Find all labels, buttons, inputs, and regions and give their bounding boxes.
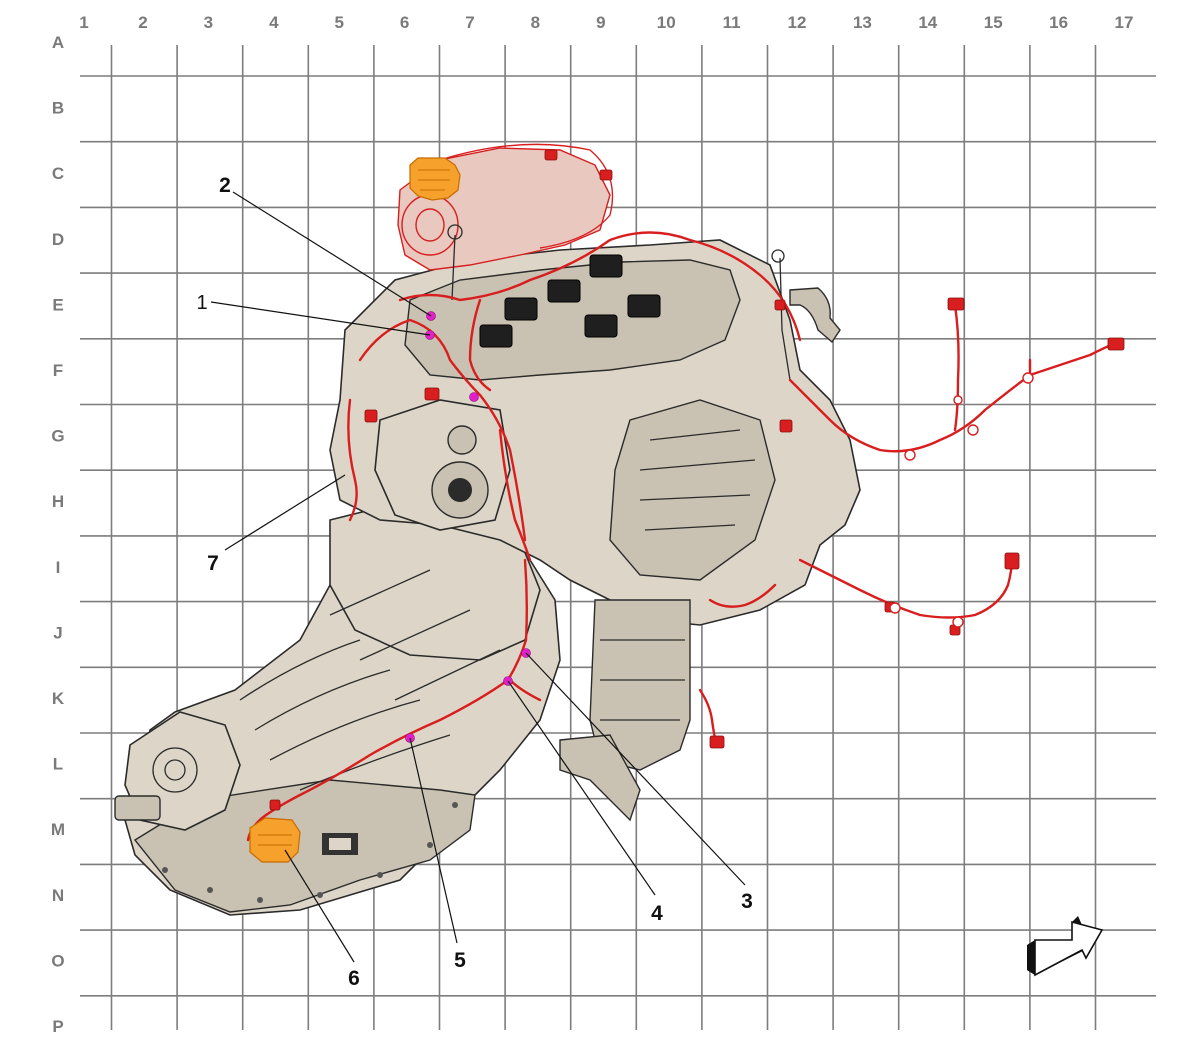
callout-2: 2: [219, 174, 231, 197]
grid-column-label: 16: [1049, 13, 1068, 32]
grid-row-label: N: [52, 886, 64, 905]
grid-row-label: C: [52, 164, 64, 183]
grid-row-label: B: [52, 99, 64, 118]
coolant-hose: [789, 287, 841, 344]
callout-6: 6: [348, 967, 360, 990]
grid-column-label: 12: [788, 13, 807, 32]
front-cover-pulley: [374, 399, 511, 531]
grid-column-label: 4: [269, 13, 279, 32]
throttle-body: [401, 194, 459, 256]
intake-sensor-highlight: [409, 157, 461, 201]
grid-row-labels: A B C D E F G H I J K L M N O P: [51, 33, 65, 1036]
grid-row-label: J: [53, 623, 62, 642]
grid-row-label: G: [51, 427, 64, 446]
grid-column-label: 17: [1115, 13, 1134, 32]
grid-column-label: 8: [531, 13, 540, 32]
callout-labels: 1 2 3 4 5 6 7: [196, 174, 752, 990]
catalytic-converter: [589, 599, 691, 771]
callout-5: 5: [454, 949, 466, 972]
grid-row-label: E: [52, 295, 63, 314]
grid-row-label: P: [52, 1017, 63, 1036]
highlighted-components: [249, 157, 461, 863]
grid-row-label: K: [52, 689, 65, 708]
callout-7: 7: [207, 552, 219, 575]
callout-4: 4: [651, 902, 663, 925]
grid-column-label: 13: [853, 13, 872, 32]
grid-column-label: 14: [918, 13, 937, 32]
grid-row-label: D: [52, 230, 64, 249]
harness-clips: [889, 372, 1034, 628]
grid-row-label: H: [52, 492, 64, 511]
grid-column-label: 15: [984, 13, 1003, 32]
grid-column-label: 2: [138, 13, 147, 32]
mount-bracket: [559, 734, 641, 822]
heat-shield-ribs: [639, 429, 756, 531]
pan-bolts: [162, 802, 458, 903]
ignition-coils: [479, 254, 661, 348]
dipstick-handle: [447, 224, 463, 240]
dipstick-tube: [451, 234, 791, 381]
pan-drain-plug: [322, 833, 358, 855]
grid-row-label: L: [53, 755, 63, 774]
transmission-module-highlight: [249, 817, 301, 863]
callout-leaders: [210, 191, 746, 963]
grid-row-label: I: [56, 558, 61, 577]
grid-row-label: O: [51, 951, 64, 970]
rear-dipstick-handle: [771, 249, 785, 263]
grid-column-label: 6: [400, 13, 409, 32]
harness-connectors: [269, 149, 1125, 811]
engine-wiring-harness: [246, 143, 1125, 842]
engine-transmission-assembly: [114, 147, 861, 916]
callout-1: 1: [196, 292, 207, 314]
grid-row-label: A: [52, 33, 64, 52]
grid-column-label: 9: [596, 13, 605, 32]
grid-row-label: F: [53, 361, 63, 380]
callout-3: 3: [741, 890, 753, 913]
grid-row-label: M: [51, 820, 65, 839]
grid-column-label: 11: [723, 13, 741, 32]
marker-7: [469, 392, 479, 402]
exhaust-heat-shield: [609, 399, 776, 581]
grid-column-label: 1: [79, 13, 88, 32]
grid-column-label: 5: [334, 13, 343, 32]
valve-cover: [404, 259, 741, 381]
grid-column-label: 10: [657, 13, 676, 32]
direction-arrow-icon: [1027, 916, 1104, 977]
grid-column-label: 3: [204, 13, 213, 32]
grid-column-label: 7: [465, 13, 474, 32]
transmission-ribs: [239, 569, 501, 791]
output-shaft-flange: [114, 711, 241, 831]
